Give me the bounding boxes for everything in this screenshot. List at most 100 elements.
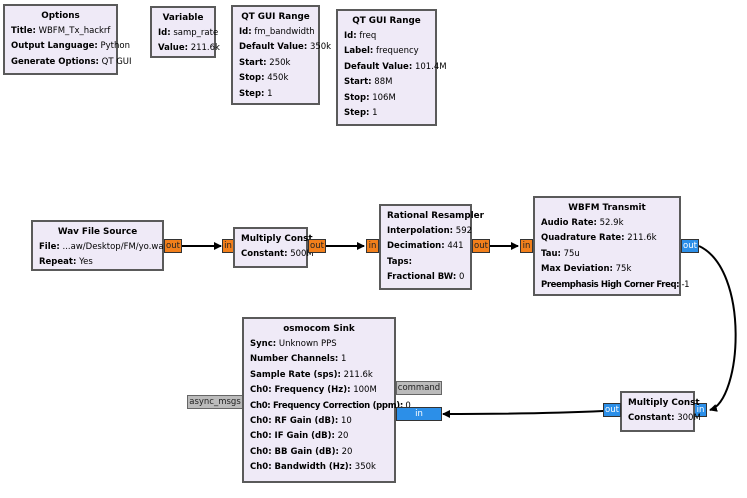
port-wav-out[interactable]: out	[164, 239, 182, 253]
block-wbfm-transmit[interactable]: WBFM Transmit Audio Rate: 52.9k Quadratu…	[533, 196, 690, 296]
param-row: Repeat: Yes	[39, 255, 156, 270]
param-key: Label:	[344, 46, 374, 57]
param-value: Unknown PPS	[278, 339, 337, 349]
param-key: Ch0: Frequency Correction (ppm):	[250, 400, 403, 411]
param-value: 106M	[372, 92, 396, 103]
param-row: Taps:	[387, 255, 464, 270]
param-key: Ch0: Bandwidth (Hz):	[250, 462, 353, 473]
block-title: Multiply Const	[241, 234, 313, 244]
param-value: 211.6k	[627, 233, 657, 244]
param-value: freq	[359, 31, 377, 41]
port-wbfm-out[interactable]: out	[681, 239, 699, 253]
param-value: 0	[458, 272, 465, 283]
param-row: Max Deviation: 75k	[541, 262, 673, 277]
wire-wbfm-to-mult2[interactable]	[698, 245, 737, 412]
param-key: Id:	[158, 28, 171, 38]
param-row: Id: fm_bandwidth	[239, 25, 315, 40]
param-value: -1	[681, 279, 690, 290]
param-row: Sync: Unknown PPS	[250, 337, 388, 352]
port-osmo-in[interactable]: in	[396, 407, 442, 421]
param-row: Title: WBFM_Tx_hackrf	[11, 24, 110, 39]
param-key: Default Value:	[344, 61, 413, 72]
block-osmocom-sink[interactable]: osmocom Sink Sync: Unknown PPS Number Ch…	[242, 317, 411, 483]
port-osmo-command[interactable]: command	[396, 381, 442, 395]
block-qt-gui-range-bandwidth[interactable]: QT GUI Range Id: fm_bandwidth Default Va…	[231, 5, 331, 105]
block-title: Multiply Const	[628, 398, 700, 408]
param-row: Output Language: Python	[11, 39, 130, 54]
param-row: Preemphasis High Corner Freq: -1	[541, 278, 690, 293]
port-resampler-out[interactable]: out	[472, 239, 490, 253]
block-title: QT GUI Range	[352, 16, 421, 26]
block-multiply-const-1[interactable]: Multiply Const Constant: 500M	[233, 227, 314, 268]
param-key: Ch0: IF Gain (dB):	[250, 431, 335, 442]
port-osmo-async-msgs[interactable]: async_msgs	[187, 395, 243, 409]
block-title: Options	[41, 11, 80, 21]
param-key: Preemphasis High Corner Freq:	[541, 279, 680, 290]
param-key: Number Channels:	[250, 354, 339, 365]
param-row: Stop: 450k	[239, 71, 312, 86]
param-value: WBFM_Tx_hackrf	[38, 26, 111, 36]
param-key: Repeat:	[39, 257, 77, 268]
param-row: Ch0: IF Gain (dB): 20	[250, 429, 388, 444]
param-value: 1	[372, 108, 378, 119]
param-row: Ch0: RF Gain (dB): 10	[250, 414, 388, 429]
param-value: samp_rate	[173, 28, 219, 38]
param-value: 75k	[615, 264, 632, 275]
param-key: Sample Rate (sps):	[250, 369, 341, 380]
param-key: Max Deviation:	[541, 264, 613, 275]
block-title: QT GUI Range	[241, 12, 310, 22]
param-key: Constant:	[628, 413, 675, 423]
block-qt-gui-range-freq[interactable]: QT GUI Range Id: freq Label: frequency D…	[336, 9, 447, 126]
param-value: 211.6k	[343, 369, 373, 380]
param-value: 100M	[353, 385, 377, 396]
param-row: Constant: 300M	[628, 411, 701, 426]
param-value: 211.6k	[190, 43, 220, 54]
param-key: Audio Rate:	[541, 218, 597, 228]
param-value: 300M	[677, 413, 701, 423]
param-row: Constant: 500M	[241, 247, 314, 262]
param-key: File:	[39, 242, 60, 252]
param-key: Title:	[11, 26, 36, 36]
block-rational-resampler[interactable]: Rational Resampler Interpolation: 592 De…	[379, 204, 484, 290]
param-row: Audio Rate: 52.9k	[541, 216, 673, 231]
param-row: Ch0: Frequency (Hz): 100M	[250, 383, 388, 398]
param-row: Step: 1	[344, 106, 429, 121]
param-key: Ch0: Frequency (Hz):	[250, 385, 351, 396]
wire-mult2-to-osmo[interactable]	[442, 409, 604, 418]
param-value: 52.9k	[599, 218, 624, 228]
param-row: File: ...aw/Desktop/FM/yo.wav	[39, 240, 169, 255]
block-title: WBFM Transmit	[568, 203, 646, 213]
param-value: 75u	[563, 248, 580, 259]
param-value: 350k	[354, 462, 376, 473]
port-wbfm-in[interactable]: in	[520, 239, 533, 253]
port-resampler-in[interactable]: in	[366, 239, 379, 253]
param-row: Tau: 75u	[541, 247, 673, 262]
param-value: fm_bandwidth	[254, 27, 315, 37]
param-key: Quadrature Rate:	[541, 233, 625, 244]
param-key: Decimation:	[387, 241, 445, 252]
param-row: Number Channels: 1	[250, 352, 388, 367]
param-row: Generate Options: QT GUI	[11, 55, 132, 70]
param-row: Ch0: Frequency Correction (ppm): 0	[250, 399, 411, 414]
block-wav-file-source[interactable]: Wav File Source File: ...aw/Desktop/FM/y…	[31, 220, 169, 271]
param-row: Sample Rate (sps): 211.6k	[250, 368, 388, 383]
param-value: 20	[341, 446, 353, 457]
param-key: Start:	[239, 57, 267, 68]
param-key: Default Value:	[239, 42, 308, 53]
param-value: 101.4M	[414, 61, 447, 72]
block-options[interactable]: Options Title: WBFM_Tx_hackrf Output Lan…	[3, 4, 132, 75]
block-multiply-const-2[interactable]: Multiply Const Constant: 300M	[620, 391, 701, 432]
block-title: Wav File Source	[57, 227, 138, 237]
param-value: 441	[447, 241, 464, 252]
param-key: Start:	[344, 77, 372, 88]
param-key: Fractional BW:	[387, 272, 457, 283]
param-value: Yes	[79, 257, 93, 268]
param-key: Id:	[239, 27, 252, 37]
param-value: 1	[267, 88, 273, 99]
param-key: Interpolation:	[387, 226, 454, 236]
port-mult2-out[interactable]: out	[603, 403, 621, 417]
param-key: Tau:	[541, 248, 561, 259]
port-mult1-out[interactable]: out	[308, 239, 326, 253]
param-row: Ch0: Bandwidth (Hz): 350k	[250, 460, 388, 475]
block-variable[interactable]: Variable Id: samp_rate Value: 211.6k	[150, 6, 220, 58]
